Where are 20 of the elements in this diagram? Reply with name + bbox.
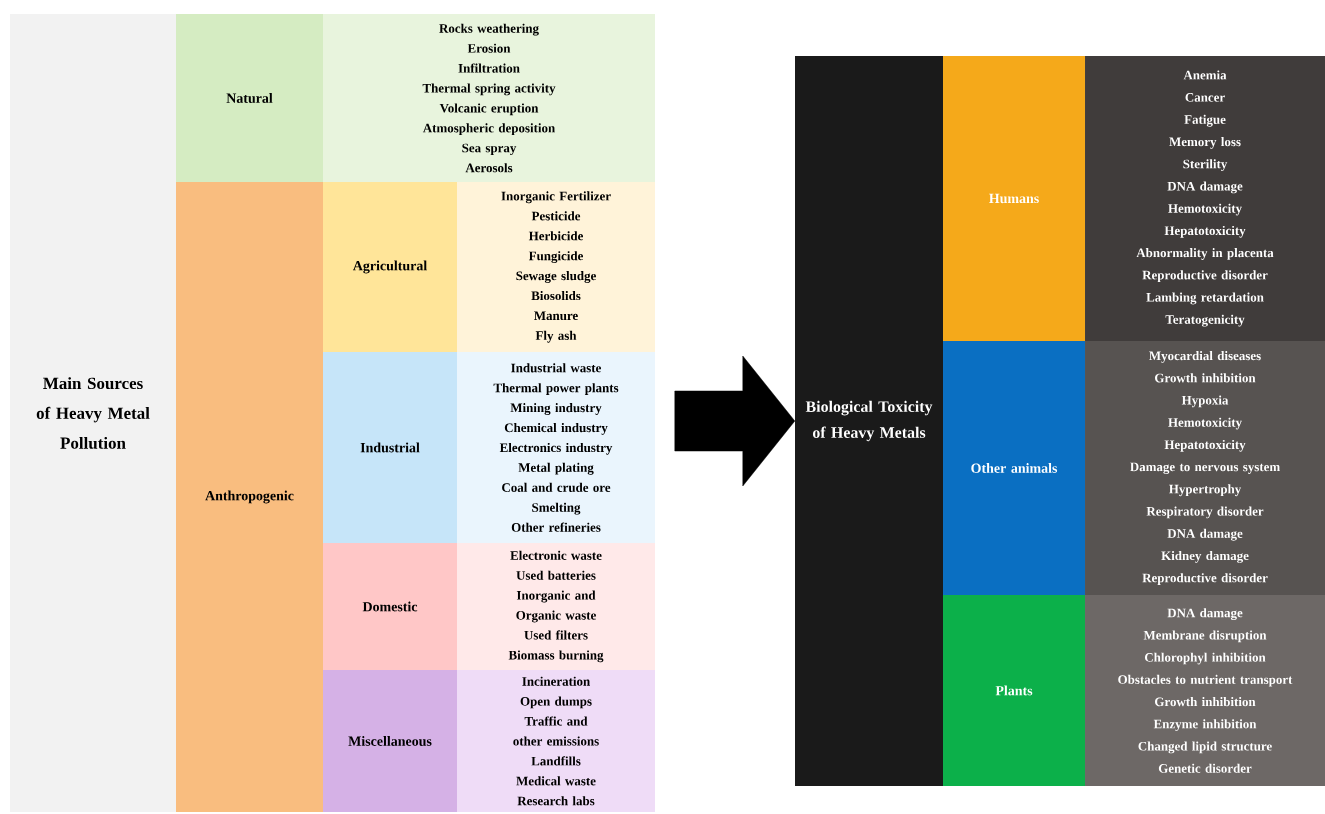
list-cell: Rocks weathering Erosion Infiltration Thermal spring activity Volcanic eruption Atmospheric deposition Sea spray Aerosols: [323, 14, 655, 182]
heading-cell: Main Sources of Heavy Metal Pollution: [10, 14, 176, 812]
category-cell: Miscellaneous: [323, 670, 457, 812]
list-cell: DNA damage Membrane disruption Chlorophyl inhibition Obstacles to nutrient transport Growth inhibition Enzyme inhibition Changed lipid structure Genetic disorder: [1085, 595, 1325, 786]
list-cell: Industrial waste Thermal power plants Mining industry Chemical industry Electronics industry Metal plating Coal and crude ore Smelting Other refineries: [457, 352, 655, 543]
category-cell: Humans: [943, 56, 1085, 341]
block-arrow: [674, 355, 796, 487]
list-cell: Incineration Open dumps Traffic and other emissions Landfills Medical waste Research labs: [457, 670, 655, 812]
list-cell: Inorganic Fertilizer Pesticide Herbicide Fungicide Sewage sludge Biosolids Manure Fly ash: [457, 182, 655, 352]
list-cell: Anemia Cancer Fatigue Memory loss Sterility DNA damage Hemotoxicity Hepatotoxicity Abnormality in placenta Reproductive disorder Lambing retardation Teratogenicity: [1085, 56, 1325, 341]
category-cell: Plants: [943, 595, 1085, 786]
category-cell: Domestic: [323, 543, 457, 670]
category-cell: Natural: [176, 14, 323, 182]
heading-cell: Biological Toxicity of Heavy Metals: [795, 56, 943, 786]
list-cell: Myocardial diseases Growth inhibition Hypoxia Hemotoxicity Hepatotoxicity Damage to nervous system Hypertrophy Respiratory disorder DNA damage Kidney damage Reproductive disorder: [1085, 341, 1325, 595]
list-cell: Electronic waste Used batteries Inorganic and Organic waste Used filters Biomass burning: [457, 543, 655, 670]
category-cell: Agricultural: [323, 182, 457, 352]
category-cell: Other animals: [943, 341, 1085, 595]
category-cell: Anthropogenic: [176, 182, 323, 812]
category-cell: Industrial: [323, 352, 457, 543]
